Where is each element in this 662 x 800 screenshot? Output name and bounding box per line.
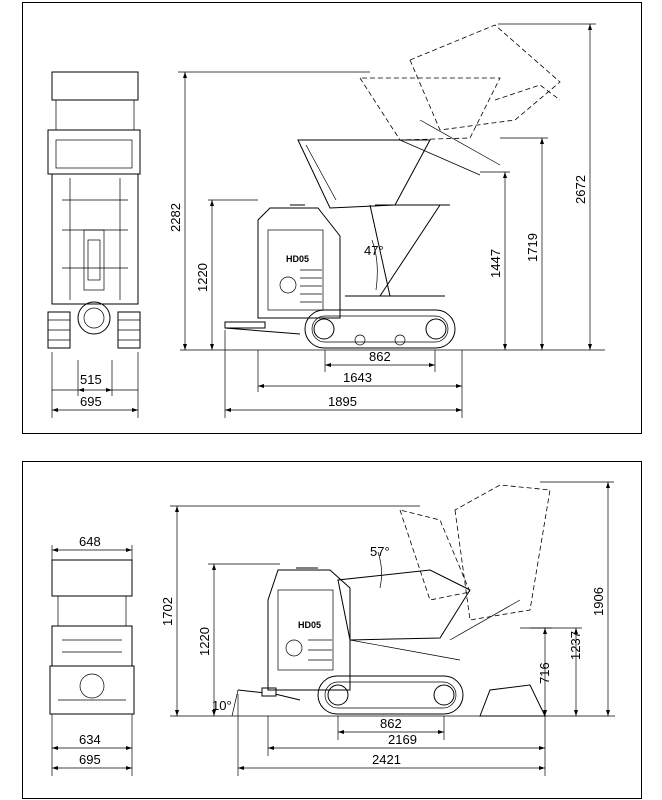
- bottom-drawing-panel: [22, 461, 642, 799]
- angle-front-bottom: 10°: [212, 698, 232, 713]
- side-dims-bottom: 1702 1220 716 1237 1906 862: [160, 481, 614, 776]
- side-view-machine-top: HD05 47°: [180, 24, 605, 351]
- dim-height-dump-low-bottom: 716: [537, 662, 552, 684]
- brand-label-bottom: HD05: [298, 620, 321, 630]
- dim-height-platform-bottom: 1220: [197, 627, 212, 656]
- top-drawing-panel: [22, 2, 642, 434]
- dim-length-body-bottom: 2169: [388, 732, 417, 747]
- dim-height-platform-top: 1220: [195, 263, 210, 292]
- angle-label-top: 47°: [364, 243, 384, 258]
- dim-height-dump-mid-bottom: 1237: [568, 631, 583, 660]
- dim-length-overall-bottom: 2421: [372, 752, 401, 767]
- dim-track-length-bottom: 862: [380, 716, 402, 731]
- dim-overall-width-bottom: 695: [79, 752, 101, 767]
- side-view-machine-bottom: HD05 57° 10°: [170, 484, 615, 717]
- dim-height-max-top: 2672: [573, 175, 588, 204]
- dim-track-inner-top: 515: [80, 372, 102, 387]
- front-view-machine-top: [47, 71, 141, 349]
- dim-overall-width-top: 695: [80, 394, 102, 409]
- dim-length-body-top: 1643: [343, 370, 372, 385]
- dim-length-overall-top: 1895: [328, 394, 357, 409]
- front-dims-top: 515 695: [51, 352, 139, 418]
- dim-height-overall-top: 2282: [168, 203, 183, 232]
- dim-height-raised-dump-top: 1447: [488, 249, 503, 278]
- dim-bucket-width-bottom: 648: [79, 534, 101, 549]
- front-view-machine-bottom: [49, 559, 135, 715]
- dim-height-raised-bucket-top: 1719: [525, 233, 540, 262]
- front-dims-bottom: 648 634 695: [51, 534, 133, 776]
- angle-dump-bottom: 57°: [370, 544, 390, 559]
- side-dims-top: 2282 1220 1447 1719 2672 862: [168, 23, 596, 418]
- dim-track-length-top: 862: [369, 349, 391, 364]
- dim-track-inner-bottom: 634: [79, 732, 101, 747]
- dim-height-max-bottom: 1906: [591, 587, 606, 616]
- brand-label-top: HD05: [286, 254, 309, 264]
- dim-height-overall-bottom: 1702: [160, 597, 175, 626]
